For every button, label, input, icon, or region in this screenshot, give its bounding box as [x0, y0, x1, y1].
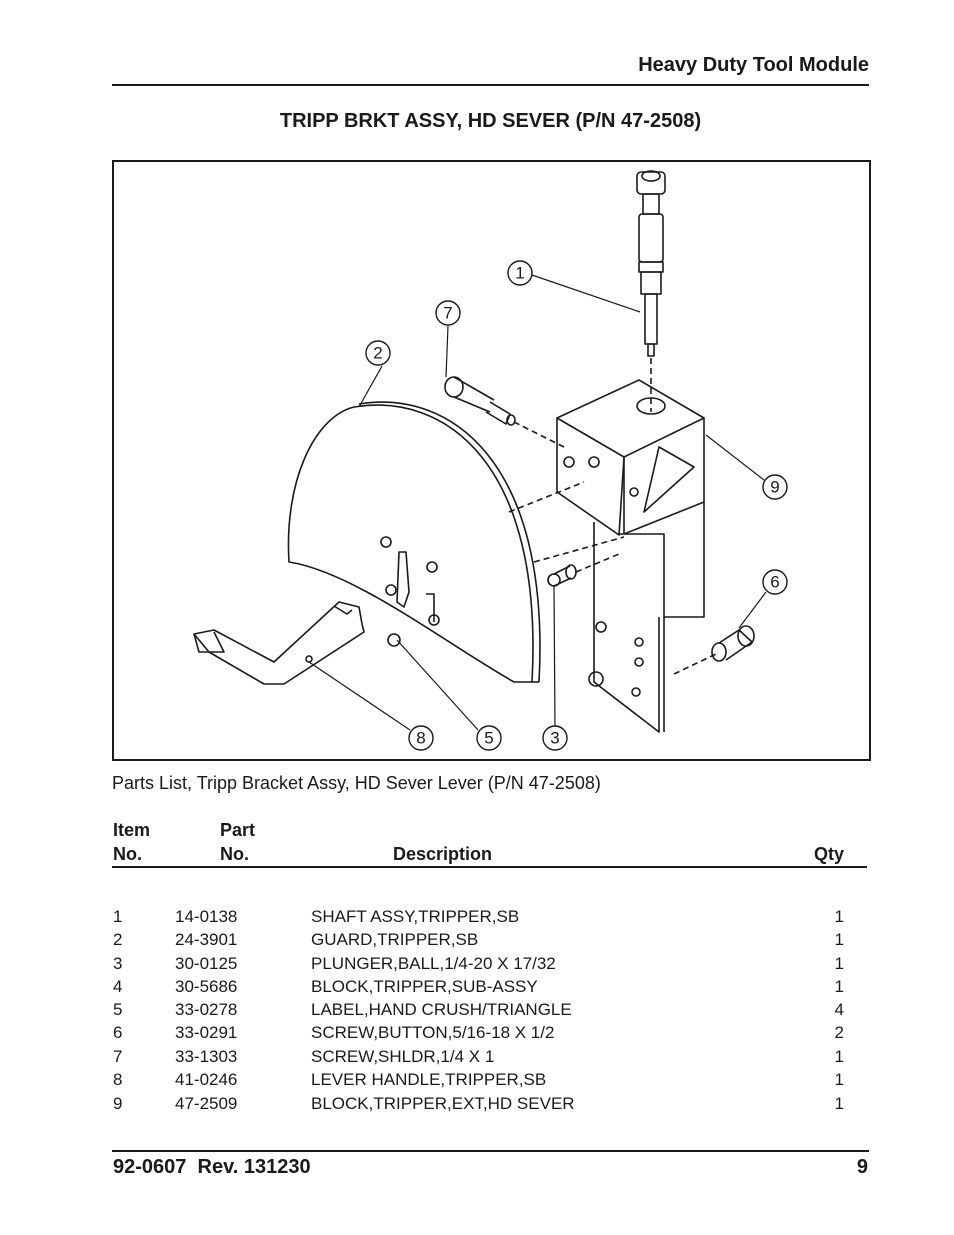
item-number: 8 — [113, 1070, 123, 1089]
assembly-drawing: 1 7 2 9 6 8 5 3 — [193, 170, 788, 751]
guard-part — [287, 404, 534, 683]
part-number: 24-3901 — [175, 930, 238, 949]
part-qty: 1 — [834, 977, 844, 996]
part-number: 30-0125 — [175, 954, 238, 973]
callout-7 — [435, 300, 461, 326]
part-qty: 1 — [834, 1070, 844, 1089]
part-number: 30-5686 — [175, 977, 238, 996]
part-qty: 1 — [834, 907, 844, 926]
table-row: 8 41-0246 LEVER HANDLE,TRIPPER,SB 1 — [0, 1070, 954, 1094]
table-header-divider — [112, 866, 867, 868]
item-number: 5 — [113, 1000, 123, 1019]
item-number: 4 — [113, 977, 123, 996]
callout-3 — [542, 725, 568, 751]
callout-label: 3 — [550, 729, 559, 748]
part-number: 47-2509 — [175, 1094, 238, 1113]
button-screw-part — [711, 625, 755, 662]
lever-handle-part — [193, 601, 365, 685]
part-qty: 1 — [834, 954, 844, 973]
part-qty: 2 — [834, 1023, 844, 1042]
table-row: 6 33-0291 SCREW,BUTTON,5/16-18 X 1/2 2 — [0, 1023, 954, 1047]
part-description: BLOCK,TRIPPER,EXT,HD SEVER — [311, 1094, 575, 1113]
part-header-line1: Part — [220, 820, 256, 840]
part-description: LEVER HANDLE,TRIPPER,SB — [311, 1070, 547, 1089]
callout-label: 7 — [443, 304, 452, 323]
page-title: TRIPP BRKT ASSY, HD SEVER (P/N 47-2508) — [279, 110, 702, 132]
part-description: BLOCK,TRIPPER,SUB-ASSY — [311, 977, 538, 996]
table-row: 9 47-2509 BLOCK,TRIPPER,EXT,HD SEVER 1 — [0, 1094, 954, 1118]
item-header-line2: No. — [113, 844, 142, 864]
callout-label: 6 — [770, 573, 779, 592]
part-qty: 4 — [834, 1000, 844, 1019]
part-number: 33-0291 — [175, 1023, 238, 1042]
header-divider — [112, 84, 869, 86]
callout-label: 8 — [416, 729, 425, 748]
callout-2 — [365, 340, 391, 366]
part-description: SCREW,SHLDR,1/4 X 1 — [311, 1047, 495, 1066]
callout-label: 1 — [515, 264, 524, 283]
item-number: 7 — [113, 1047, 123, 1066]
part-qty: 1 — [834, 1094, 844, 1113]
callout-label: 2 — [373, 344, 382, 363]
part-number: 14-0138 — [175, 907, 238, 926]
part-number: 33-0278 — [175, 1000, 238, 1019]
callout-5 — [476, 725, 502, 751]
table-row: 7 33-1303 SCREW,SHLDR,1/4 X 1 1 — [0, 1047, 954, 1071]
callout-label: 9 — [770, 478, 779, 497]
header-title: Heavy Duty Tool Module — [638, 54, 869, 76]
part-description: SHAFT ASSY,TRIPPER,SB — [311, 907, 520, 926]
callout-9 — [762, 474, 788, 500]
callout-label: 5 — [484, 729, 493, 748]
part-qty: 1 — [834, 930, 844, 949]
page-number: 9 — [856, 1156, 868, 1178]
part-header-line2: No. — [220, 844, 249, 864]
footer-divider — [112, 1150, 869, 1152]
qty-header: Qty — [814, 844, 845, 864]
description-header: Description — [393, 844, 493, 864]
callout-6 — [762, 569, 788, 595]
item-number: 9 — [113, 1094, 123, 1113]
callout-8 — [408, 725, 434, 751]
tripper-block-part — [556, 379, 705, 733]
table-row: 2 24-3901 GUARD,TRIPPER,SB 1 — [0, 930, 954, 954]
document-revision: 92-0607 Rev. 131230 — [113, 1156, 311, 1178]
shaft-assembly-part — [636, 170, 666, 357]
part-description: SCREW,BUTTON,5/16-18 X 1/2 — [311, 1023, 555, 1042]
shoulder-screw-part — [444, 376, 516, 426]
part-number: 41-0246 — [175, 1070, 238, 1089]
exploded-assembly-figure: 1 7 2 9 6 8 5 3 — [112, 160, 871, 761]
part-qty: 1 — [834, 1047, 844, 1066]
ball-plunger-part — [547, 564, 577, 587]
item-header-line1: Item — [113, 820, 151, 840]
table-row: 3 30-0125 PLUNGER,BALL,1/4-20 X 17/32 1 — [0, 954, 954, 978]
table-row: 1 14-0138 SHAFT ASSY,TRIPPER,SB 1 — [0, 907, 954, 931]
item-number: 2 — [113, 930, 123, 949]
item-number: 6 — [113, 1023, 123, 1042]
item-number: 3 — [113, 954, 123, 973]
part-number: 33-1303 — [175, 1047, 238, 1066]
callout-1 — [507, 260, 533, 286]
part-description: GUARD,TRIPPER,SB — [311, 930, 479, 949]
table-row: 4 30-5686 BLOCK,TRIPPER,SUB-ASSY 1 — [0, 977, 954, 1001]
part-description: LABEL,HAND CRUSH/TRIANGLE — [311, 1000, 572, 1019]
item-number: 1 — [113, 907, 123, 926]
hand-crush-labels-part — [380, 536, 440, 647]
parts-list-caption: Parts List, Tripp Bracket Assy, HD Sever… — [112, 773, 601, 793]
part-description: PLUNGER,BALL,1/4-20 X 17/32 — [311, 954, 556, 973]
table-row: 5 33-0278 LABEL,HAND CRUSH/TRIANGLE 4 — [0, 1000, 954, 1024]
